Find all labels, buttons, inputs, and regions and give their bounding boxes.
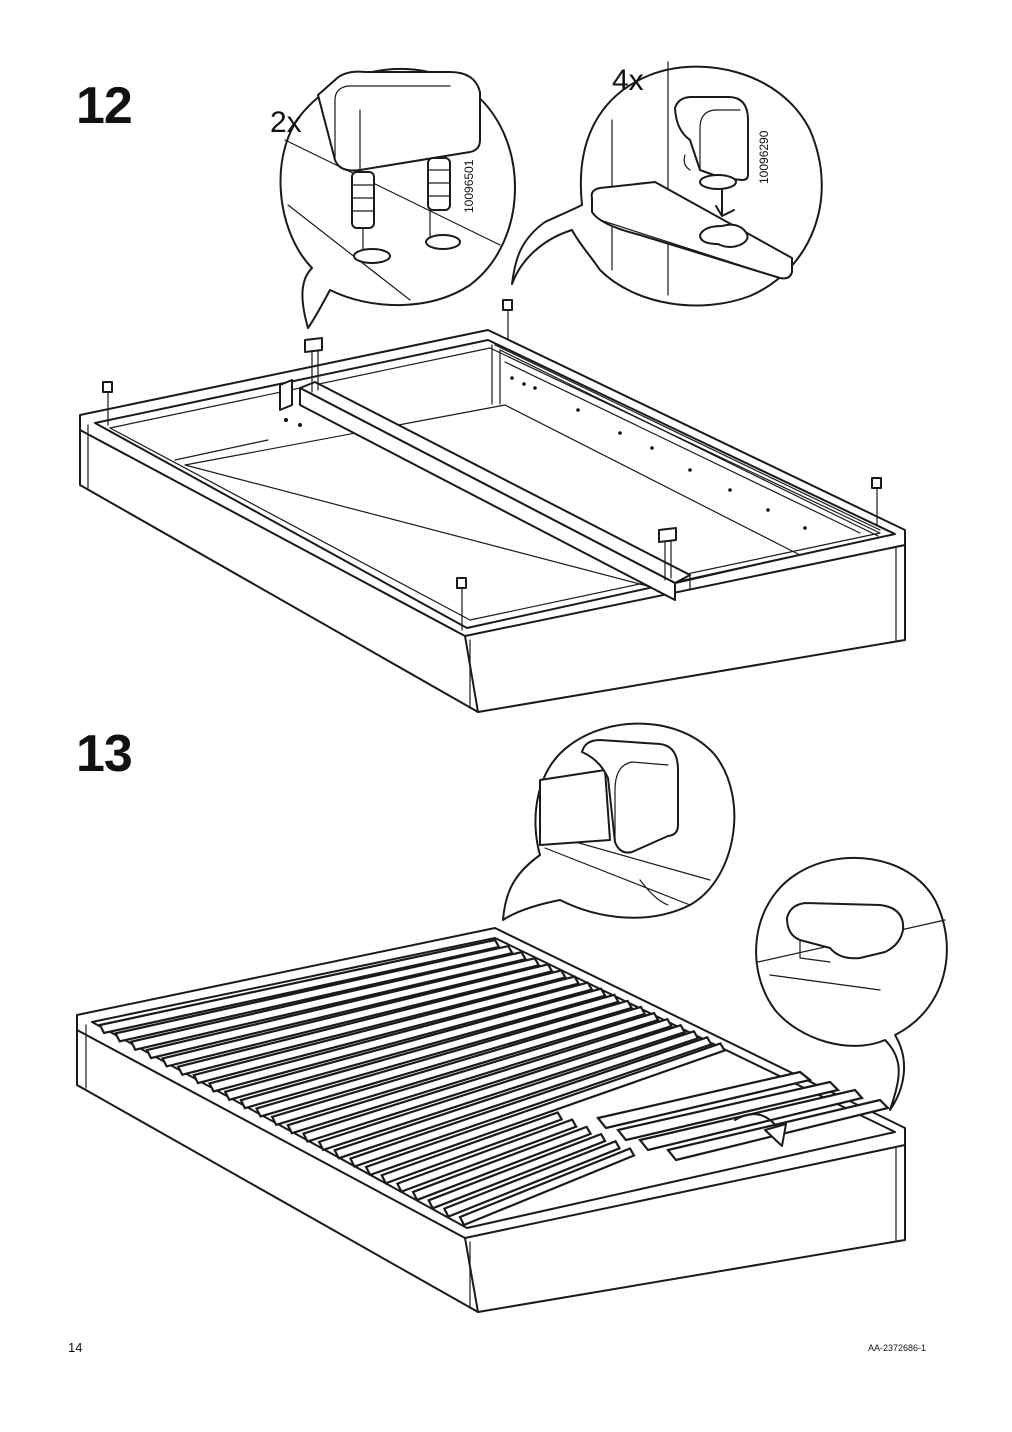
- loose-slats: [596, 1070, 891, 1162]
- callout-left-circle: [279, 67, 516, 329]
- document-code: AA-2372686-1: [868, 1343, 927, 1353]
- step-number-12: 12: [76, 77, 133, 135]
- slat: [239, 993, 620, 1110]
- slat: [286, 1011, 660, 1135]
- page-number: 14: [68, 1340, 83, 1355]
- slat: [254, 999, 634, 1118]
- slat: [98, 938, 501, 1035]
- slat: [317, 1023, 687, 1152]
- bed-frame-step12: [79, 299, 906, 713]
- slat: [333, 1029, 700, 1160]
- slat: [223, 987, 607, 1102]
- slat: [270, 1005, 647, 1127]
- step-12-illustration: [79, 61, 906, 713]
- rail-holes: [510, 376, 807, 530]
- slat: [176, 969, 567, 1077]
- slat: [301, 1017, 674, 1143]
- slat: [161, 963, 554, 1068]
- quantity-2x: 2x: [270, 106, 302, 139]
- callout-right-circle: [511, 61, 823, 307]
- slat: [442, 1139, 622, 1219]
- slat: [207, 981, 594, 1093]
- callout-top-circle: [502, 722, 736, 921]
- slat: [427, 1132, 607, 1210]
- slat: [348, 1036, 713, 1168]
- slat: [114, 944, 514, 1043]
- slat: [192, 975, 581, 1085]
- step-number-13: 13: [76, 725, 133, 783]
- quantity-4x: 4x: [612, 64, 644, 97]
- slat: [380, 1111, 564, 1185]
- slat: [364, 1042, 727, 1177]
- callout-right-circle-13: [755, 856, 948, 1111]
- slat: [411, 1125, 593, 1202]
- slats: [98, 938, 727, 1227]
- slat: [145, 957, 541, 1060]
- slat: [129, 950, 528, 1051]
- slat: [395, 1118, 578, 1193]
- slat: [458, 1147, 636, 1227]
